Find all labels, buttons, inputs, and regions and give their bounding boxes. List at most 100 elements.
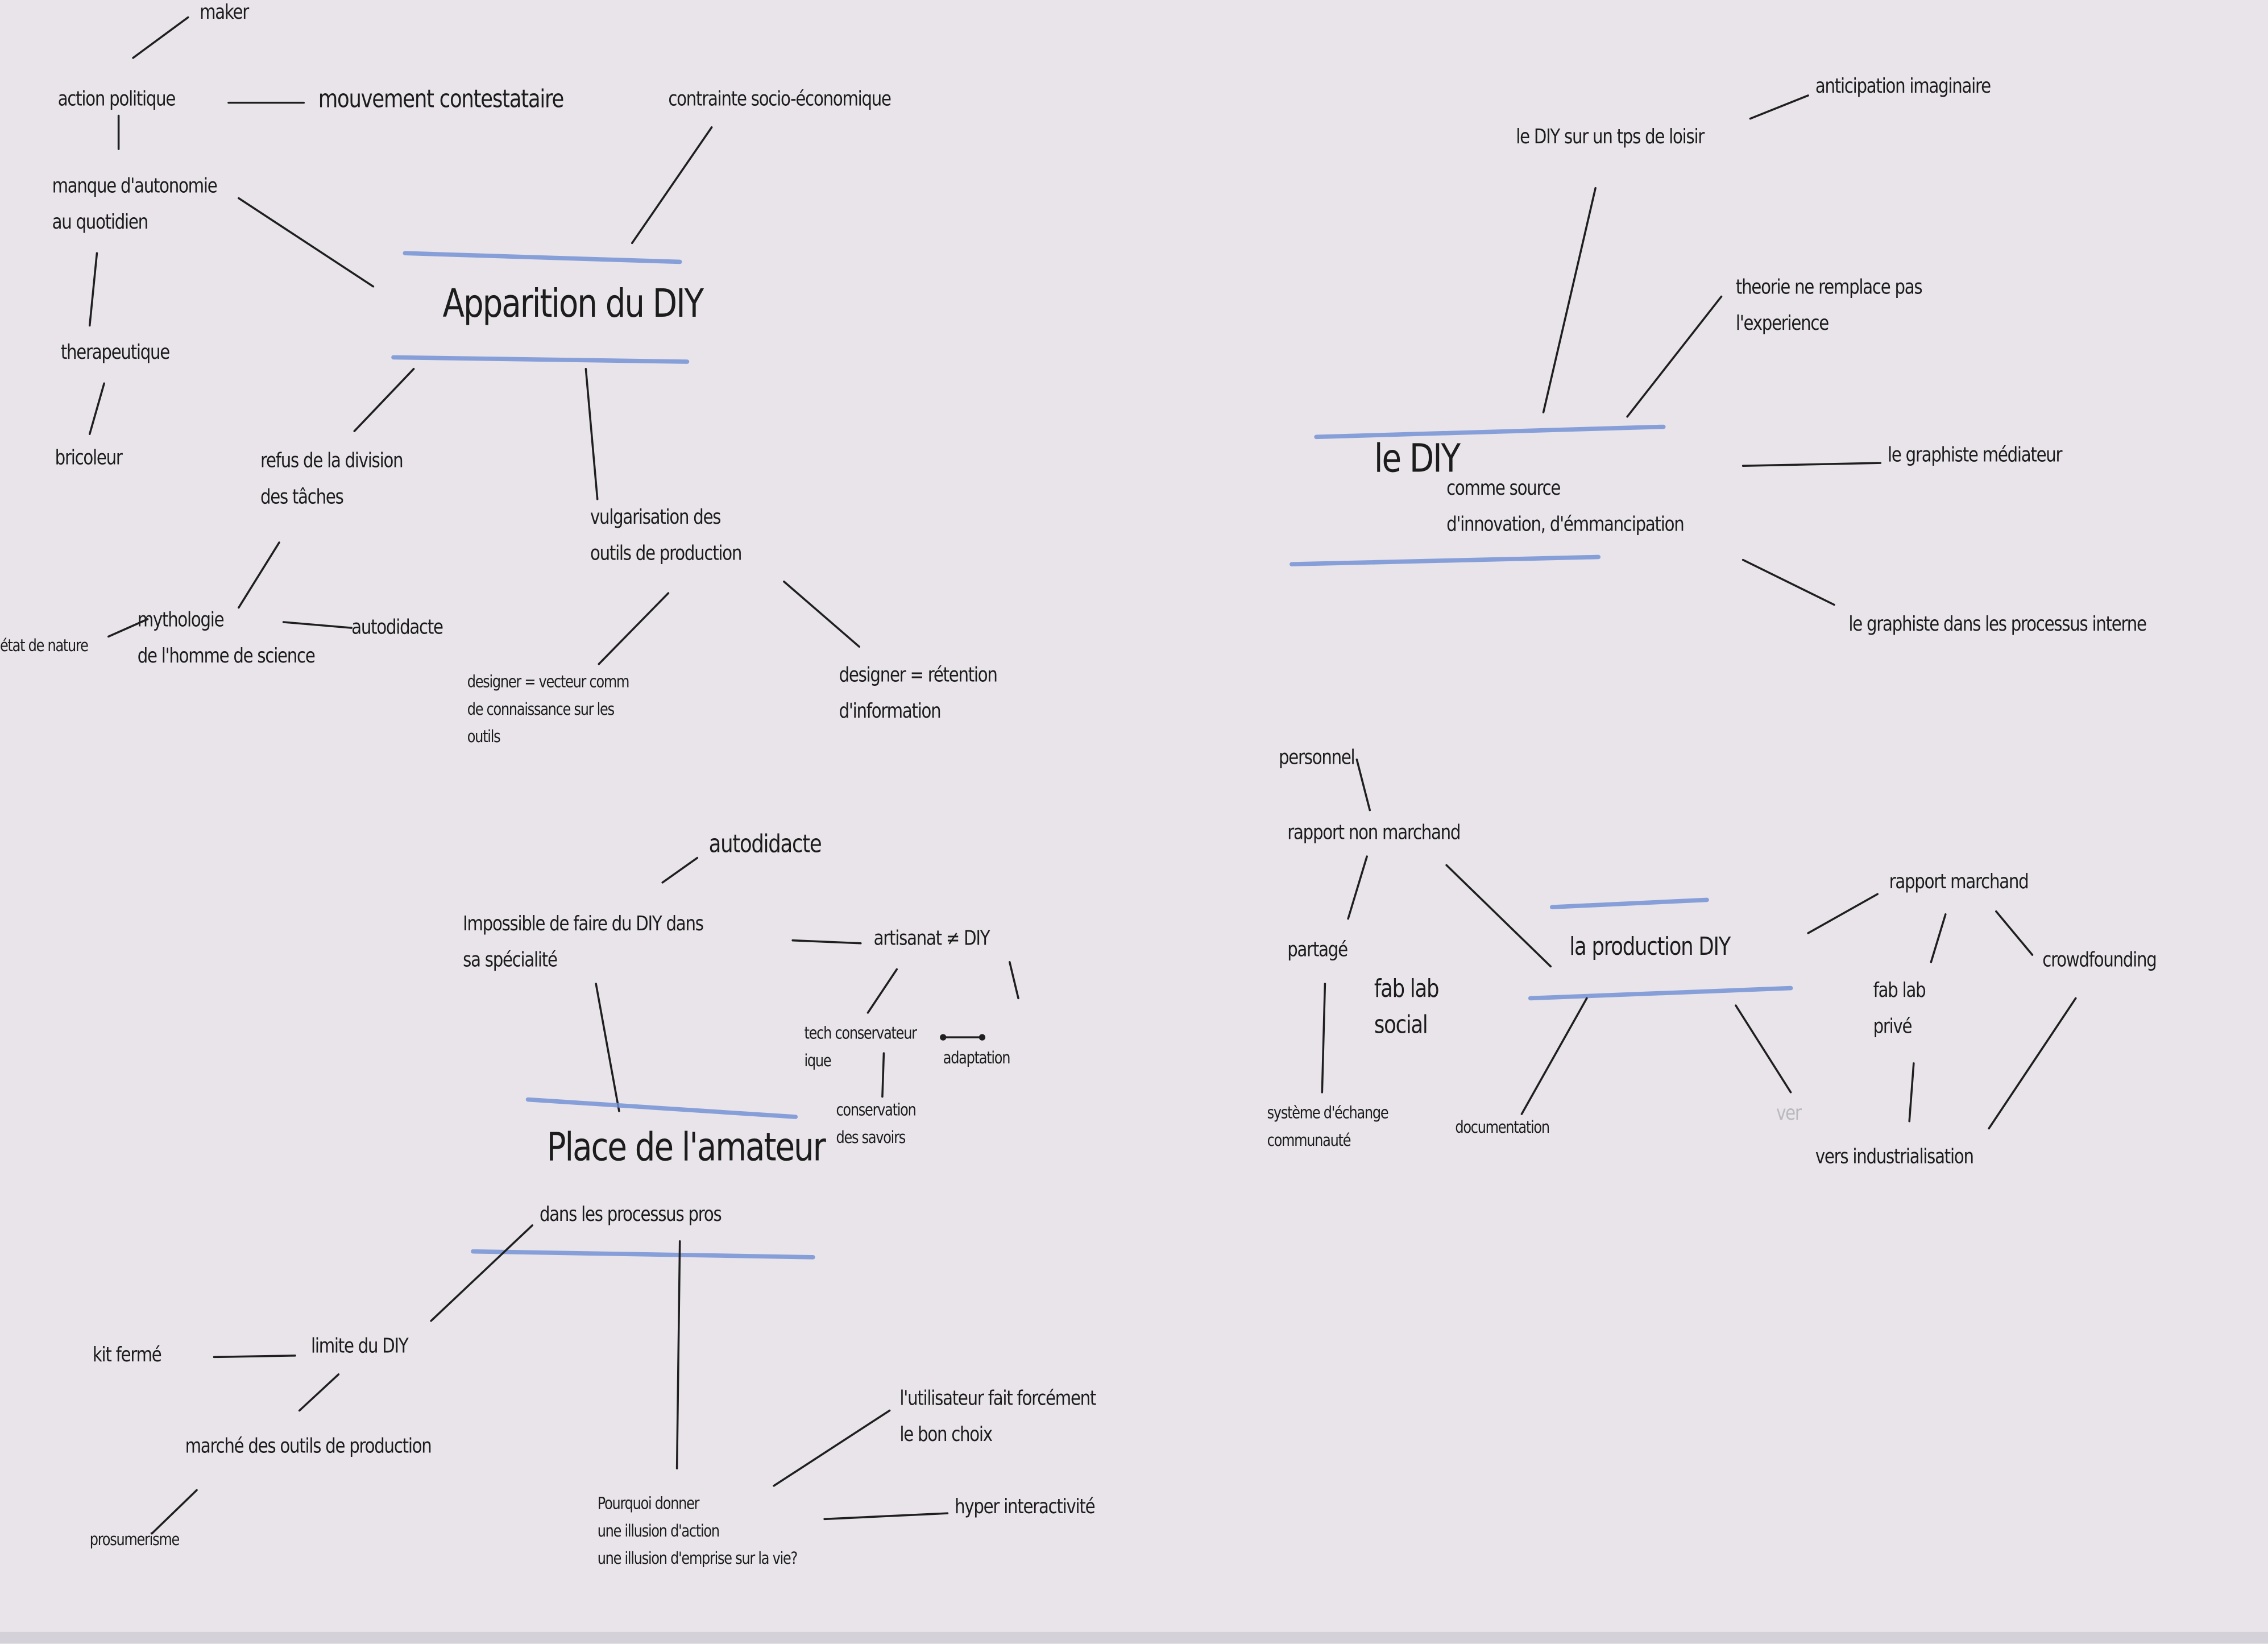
node-text-line: prosumerisme bbox=[89, 1529, 180, 1550]
node-processus-pros: dans les processus pros bbox=[540, 1198, 722, 1235]
node-text-line: une illusion d'emprise sur la vie? bbox=[597, 1548, 798, 1568]
node-text-line: le graphiste médiateur bbox=[1888, 444, 2063, 467]
node-rapport-non-marchand: rapport non marchand bbox=[1287, 816, 1461, 852]
node-text-line: l'utilisateur fait forcément bbox=[899, 1387, 1096, 1411]
node-designer-retention: designer = rétention d'information bbox=[839, 659, 998, 731]
node-prosumerisme: prosumerisme bbox=[89, 1526, 180, 1554]
node-text-line: rapport non marchand bbox=[1287, 822, 1461, 845]
node-partage: partagé bbox=[1287, 933, 1348, 970]
node-text-line: privé bbox=[1873, 1015, 1913, 1039]
node-text-line: le DIY bbox=[1374, 437, 1461, 482]
node-ver: ver bbox=[1776, 1096, 1802, 1133]
node-text-line: le bon choix bbox=[899, 1423, 993, 1447]
node-text-line: contrainte socio-économique bbox=[668, 88, 892, 111]
node-production-diy: la production DIY bbox=[1569, 930, 1731, 967]
node-text-line: marché des outils de production bbox=[185, 1435, 432, 1459]
node-kit-ferme: kit fermé bbox=[92, 1338, 162, 1374]
node-text-line: fab lab bbox=[1374, 975, 1440, 1004]
node-action-politique: action politique bbox=[57, 82, 176, 119]
node-text-line: adaptation bbox=[943, 1047, 1011, 1068]
node-text-line: des tâches bbox=[260, 486, 344, 510]
node-vers-industrialisation: vers industrialisation bbox=[1815, 1140, 1974, 1177]
node-text-line: dans les processus pros bbox=[539, 1203, 722, 1227]
node-text-line: refus de la division bbox=[260, 450, 404, 473]
node-adaptation: adaptation bbox=[943, 1045, 1011, 1072]
node-text-line: therapeutique bbox=[60, 341, 170, 365]
node-text-line: Place de l'amateur bbox=[546, 1125, 826, 1171]
node-text-line: manque d'autonomie bbox=[52, 175, 218, 198]
node-text-line: de l'homme de science bbox=[137, 645, 316, 669]
node-conservation-savoirs: conservation des savoirs bbox=[836, 1096, 916, 1152]
node-text-line: comme source bbox=[1446, 477, 1561, 501]
node-text-line: limite du DIY bbox=[310, 1335, 409, 1359]
node-hyper-interactivite: hyper interactivité bbox=[955, 1490, 1095, 1526]
node-documentation: documentation bbox=[1455, 1114, 1550, 1141]
node-text-line: action politique bbox=[57, 88, 176, 111]
node-text-line: designer = rétention bbox=[839, 664, 998, 688]
node-etat-de-nature: état de nature bbox=[0, 632, 89, 660]
node-text-line: mythologie bbox=[137, 609, 225, 632]
node-text-line: le graphiste dans les processus interne bbox=[1848, 613, 2147, 637]
node-contrainte: contrainte socio-économique bbox=[668, 82, 892, 119]
node-pourquoi-illusion: Pourquoi donner une illusion d'action une … bbox=[597, 1490, 798, 1572]
node-text-line: rapport marchand bbox=[1889, 871, 2029, 895]
node-rapport-marchand: rapport marchand bbox=[1889, 865, 2029, 901]
node-text-line: l'experience bbox=[1735, 312, 1829, 336]
node-text-line: hyper interactivité bbox=[955, 1496, 1095, 1519]
node-text-line: vers industrialisation bbox=[1815, 1145, 1974, 1169]
node-text-line: autodidacte bbox=[351, 616, 443, 640]
node-text-line: outils de production bbox=[590, 543, 742, 566]
node-limite-diy: limite du DIY bbox=[310, 1330, 409, 1366]
node-text-line: le DIY sur un tps de loisir bbox=[1516, 126, 1705, 150]
node-text-line: mouvement contestataire bbox=[318, 85, 565, 114]
node-impossible-diy: Impossible de faire du DIY dans sa spécia… bbox=[463, 907, 704, 979]
node-text-line: Apparition du DIY bbox=[442, 282, 704, 327]
node-mouvement-contestataire: mouvement contestataire bbox=[318, 82, 565, 119]
node-graphiste-mediateur: le graphiste médiateur bbox=[1888, 438, 2063, 475]
node-text-line: anticipation imaginaire bbox=[1815, 75, 1991, 98]
node-text-line: conservation bbox=[836, 1099, 916, 1120]
node-text-line: des savoirs bbox=[836, 1127, 906, 1148]
node-autodidacte-1: autodidacte bbox=[351, 611, 443, 647]
node-fab-lab-social: fab lab social bbox=[1374, 972, 1440, 1045]
node-anticipation: anticipation imaginaire bbox=[1815, 69, 1991, 106]
node-text-line: vulgarisation des bbox=[590, 506, 722, 530]
node-text-line: de connaissance sur les bbox=[467, 698, 615, 719]
node-diy-loisir: le DIY sur un tps de loisir bbox=[1516, 120, 1705, 156]
node-le-diy: le DIY bbox=[1374, 437, 1461, 483]
node-text-line: personnel bbox=[1278, 746, 1355, 770]
node-therapeutique: therapeutique bbox=[60, 336, 170, 372]
node-text-line: bricoleur bbox=[55, 447, 123, 470]
node-autodidacte-2: autodidacte bbox=[709, 827, 822, 864]
node-text-line: social bbox=[1374, 1011, 1428, 1041]
node-marche-outils: marché des outils de production bbox=[185, 1430, 432, 1466]
node-theorie-experience: theorie ne remplace pas l'experience bbox=[1735, 271, 1923, 343]
node-refus-division: refus de la division des tâches bbox=[260, 444, 404, 516]
node-place-amateur: Place de l'amateur bbox=[546, 1125, 826, 1171]
node-vulgarisation: vulgarisation des outils de production bbox=[590, 500, 742, 573]
node-text-line: crowdfounding bbox=[2042, 949, 2157, 972]
node-text-line: d'information bbox=[839, 700, 942, 724]
node-text-line: la production DIY bbox=[1569, 933, 1731, 962]
node-text-line: d'innovation, d'émmancipation bbox=[1446, 514, 1685, 537]
node-text-line: documentation bbox=[1455, 1117, 1550, 1137]
node-bricoleur: bricoleur bbox=[55, 441, 123, 478]
node-maker: maker bbox=[200, 0, 249, 32]
node-text-line: état de nature bbox=[0, 635, 89, 656]
node-personnel: personnel bbox=[1278, 741, 1355, 777]
node-text-line: sa spécialité bbox=[463, 949, 558, 972]
node-text-line: theorie ne remplace pas bbox=[1735, 276, 1923, 300]
node-text-line: Impossible de faire du DIY dans bbox=[463, 913, 704, 937]
node-text-line: une illusion d'action bbox=[597, 1520, 720, 1541]
node-text-line: système d'échange bbox=[1267, 1102, 1389, 1123]
node-text-line: autodidacte bbox=[708, 830, 822, 860]
node-text-line: Pourquoi donner bbox=[597, 1493, 700, 1514]
node-text-line: outils bbox=[467, 726, 501, 747]
node-text-line: kit fermé bbox=[92, 1344, 162, 1368]
node-text-line: tech conservateur bbox=[804, 1022, 917, 1043]
